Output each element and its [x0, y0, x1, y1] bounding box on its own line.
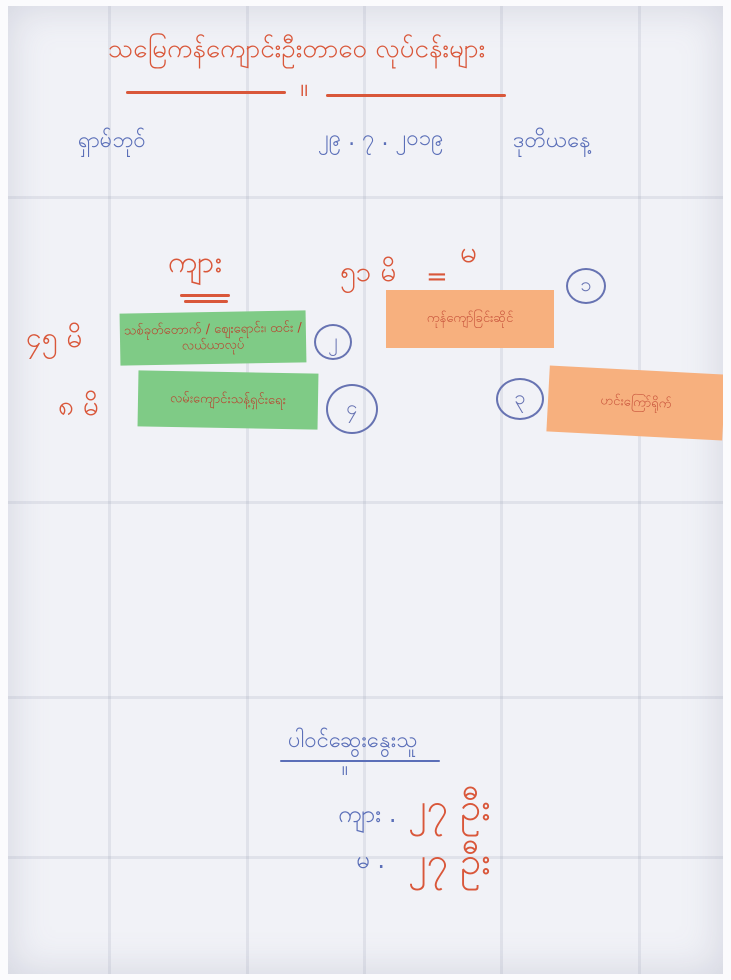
fold-crease — [8, 196, 723, 199]
women-total-label: ၅၁ မိ — [340, 258, 396, 286]
number-circle: ၃ — [496, 378, 544, 420]
number-circle: ၂ — [314, 324, 352, 360]
fold-crease — [8, 696, 723, 699]
number-circle: ၄ — [326, 384, 378, 434]
men-underline — [180, 294, 230, 297]
title-underline-left — [126, 91, 286, 94]
women-count-label: မ . — [356, 848, 385, 872]
participants-heading: ပါဝင်ဆွေးနွေးသူ — [288, 730, 417, 752]
row-label: ၈ မိ — [58, 392, 99, 420]
sticky-note: ကုန်ကျော်ခြင်းဆိုင် — [386, 290, 554, 348]
day-text: ဒုတိယနေ့ — [513, 130, 591, 152]
paper-sheet: သမြေကန်ကျောင်းဦးတာဝေ လုပ်ငန်းများ ॥ ရှာမ… — [8, 6, 723, 974]
title-underline-right — [326, 94, 506, 97]
women-count-value: ၂၇ ဦး — [408, 842, 491, 880]
participants-separator: ॥ — [340, 764, 348, 778]
men-count-label: ကျား . — [338, 802, 397, 826]
fold-crease — [246, 6, 249, 974]
title-separator: ॥ — [298, 82, 309, 100]
fold-crease — [638, 6, 641, 974]
sticky-note: သစ်ခုတ်တောက် / ဈေးရောင်း၊ ထင်း / လယ်ယာလု… — [120, 310, 307, 365]
men-count-value: ၂၇ ဦး — [408, 788, 491, 826]
page-title: သမြေကန်ကျောင်းဦးတာဝေ လုပ်ငန်းများ — [108, 36, 485, 62]
fold-crease — [500, 6, 503, 974]
date-text: ၂၉ . ၇ . ၂၀၁၉ — [318, 128, 443, 150]
sticky-note: ဟင်းကြော်ရိုက် — [546, 365, 723, 440]
sticky-note: လမ်းကျောင်းသန့်ရှင်းရေး — [138, 370, 319, 429]
participants-underline — [280, 760, 440, 762]
number-circle: ၁ — [566, 268, 606, 304]
fold-crease — [8, 501, 723, 504]
women-heading: မ — [460, 238, 477, 268]
row-label: ၄၅ မိ — [26, 324, 82, 352]
men-heading: ကျား — [168, 248, 222, 278]
men-underline-2 — [184, 300, 228, 303]
fold-crease — [363, 6, 366, 974]
equals-sign: = — [426, 264, 448, 290]
location-text: ရှာမ်ဘုဝ် — [78, 130, 146, 152]
